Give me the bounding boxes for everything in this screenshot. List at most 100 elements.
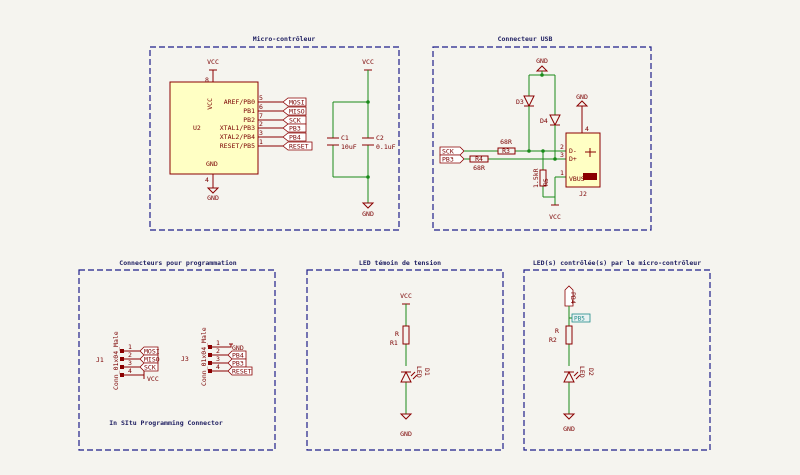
net-label-shape [282,115,307,125]
junction-dot [366,175,370,179]
net-label-shape [282,106,307,116]
j3-pin-num: 4 [216,363,220,371]
led1-vcc-label: VCC [400,292,412,300]
mcu-pin-name: AREF/PB0 [224,98,255,106]
junction-dot [553,157,557,161]
r1-ref: R1 [390,339,398,347]
net-label-shape [439,154,465,164]
mcu-ref: U2 [193,124,201,132]
capacitor-plates [327,137,374,146]
j2-pin-2: 2 [560,143,564,151]
mcu-pin-num: 5 [259,94,263,102]
net-label-shape [227,350,247,360]
d4-ref: D4 [540,117,548,125]
mcu-block: Micro-contrôleur VCC 8 VCC GND 4 GND ARE… [149,35,400,231]
j3-pin-marker [208,353,212,357]
r5-value: 1.5kR [532,168,540,188]
j2-vbus: VBUS [569,175,585,183]
caps-gnd-symbol [361,202,375,209]
j2-ref: J2 [579,190,587,198]
c1-value: 10uF [341,143,357,151]
r5-resistor [539,169,547,187]
net-label-shape [439,146,465,156]
r4-value: 68R [473,164,485,172]
mcu-vcc-label: VCC [207,58,219,66]
prog-caption: In SItu Programming Connector [109,419,223,427]
mcu-vcc-symbol [209,69,217,82]
j1-pin-num: 4 [128,367,132,375]
net-label-shape [282,123,307,133]
net-label-miso: MISO [289,108,305,116]
r5-ref: R5 [542,178,550,186]
c1-ref: C1 [341,134,349,142]
mcu-pin-num: 7 [259,112,263,120]
r2-value: R [555,327,559,335]
j1-net-mosi: MOSI [144,348,160,356]
usb-plug-icon [583,148,597,180]
j1-pin-num: 3 [128,359,132,367]
r3-value: 68R [500,138,512,146]
usb-gnd-label: GND [536,57,548,65]
usb-diode-wires [528,71,556,115]
r3-resistor [497,147,516,155]
d4-diode-symbol [549,114,561,127]
led2-net-pb5: PB5 [574,316,585,323]
led-mcu-block: LED(s) contrôlée(s) par le micro-contrôl… [523,259,711,451]
net-label-shape [139,362,159,372]
j2-pin-1: 1 [560,169,564,177]
j2-dp: D+ [569,155,577,163]
j3-pin-num: 2 [216,347,220,355]
j1-pin-num: 1 [128,343,132,351]
j1-ref: J1 [96,356,104,364]
r4-ref: R4 [475,155,483,163]
mcu-pin-num: 2 [259,120,263,128]
j2-dm: D- [569,147,577,155]
j3-pin-marker [208,369,212,373]
j1-pin-marker [120,357,124,361]
caps-wires [332,70,369,203]
r1-resistor [402,325,410,345]
j3-net-pb3: PB3 [232,360,244,368]
mcu-pin-name: RESET/PB5 [220,142,255,150]
r3-ref: R3 [502,147,510,155]
j2-pin-3: 3 [560,151,564,159]
r2-ref: R2 [549,336,557,344]
net-label-shape [139,354,159,364]
mcu-pin-name: PB2 [243,116,255,124]
j1-vcc-symbol [140,371,145,379]
net-label-shape [282,132,307,142]
net-label-sck: SCK [289,117,301,125]
mcu-pins: AREF/PB0 PB1 PB2 XTAL1/PB3 XTAL2/PB4 RES… [193,94,313,151]
net-label-shape [227,358,247,368]
led2-gnd-label: GND [563,425,575,433]
d1-led-symbol [400,370,418,383]
mcu-block-title: Micro-contrôleur [253,35,316,43]
d1-ref: D1 [423,368,431,376]
usb-net-pb3: PB3 [442,156,454,164]
j3-pin-marker [208,361,212,365]
mcu-chip-body [169,81,259,175]
j1-pin-num: 2 [128,351,132,359]
junction-dot [540,73,544,77]
led-power-block-frame [306,269,504,451]
j3-pin-marker [208,345,212,349]
usb-block-title: Connecteur USB [498,35,553,43]
r2-resistor [565,325,573,345]
j1-net-vcc: VCC [147,375,159,383]
j2-pin-4: 4 [585,125,589,133]
led2-gnd-symbol [562,413,576,420]
mcu-pin-vcc-num: 8 [205,76,209,84]
junction-dot [366,100,370,104]
usb-diode-down-wires [528,106,556,160]
led2-net-pb4: PB4 [569,292,577,304]
d1-value: LED [415,366,423,378]
net-label-shape [139,346,159,356]
j3-pin-num: 3 [216,355,220,363]
j3-net-reset: RESET [232,368,252,376]
led-power-block-title: LED témoin de tension [359,259,441,267]
j1-pin-marker [120,365,124,369]
led-power-block: LED témoin de tension VCC R R1 LED D1 GN… [306,259,504,451]
j1-pin-marker [120,373,124,377]
j1-value: Conn_01x04_Male [112,331,120,390]
usb-net-sck: SCK [442,148,454,156]
